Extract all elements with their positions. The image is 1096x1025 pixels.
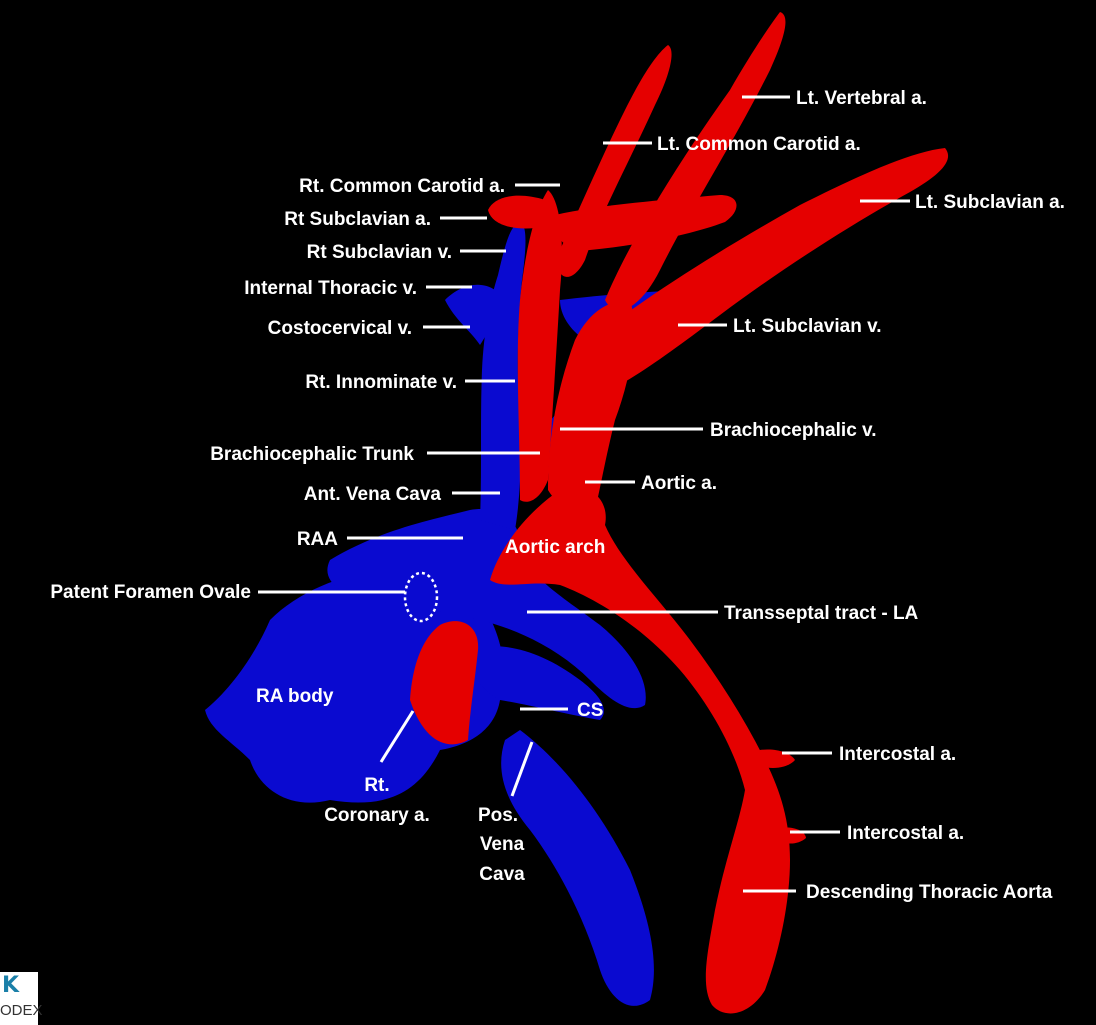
label-pos-vena-cava-line2: Vena <box>480 834 525 855</box>
label-internal-thoracic-v: Internal Thoracic v. <box>244 278 417 299</box>
label-lt-vertebral: Lt. Vertebral a. <box>796 88 927 109</box>
label-intercostal-2: Intercostal a. <box>847 823 964 844</box>
label-patent-foramen-ovale: Patent Foramen Ovale <box>50 582 251 603</box>
label-lt-subclavian-a: Lt. Subclavian a. <box>915 192 1065 213</box>
label-lt-common-carotid: Lt. Common Carotid a. <box>657 134 861 155</box>
label-pos-vena-cava-line1: Pos. <box>478 805 518 826</box>
label-rt-innominate-v: Rt. Innominate v. <box>305 372 457 393</box>
label-pos-vena-cava-line3: Cava <box>479 864 525 885</box>
label-brachiocephalic-trunk: Brachiocephalic Trunk <box>210 444 414 465</box>
label-rt-coronary-line2: Coronary a. <box>324 805 430 826</box>
logo-mark: K <box>2 974 19 998</box>
label-rt-subclavian-a: Rt Subclavian a. <box>284 209 431 230</box>
intercostal-artery-2-shape <box>780 827 806 843</box>
label-rt-coronary-line1: Rt. <box>364 775 389 796</box>
right-subclavian-artery-shape <box>488 196 554 229</box>
label-transseptal-tract: Transseptal tract - LA <box>724 603 919 624</box>
label-costocervical-v: Costocervical v. <box>268 318 412 339</box>
label-descending-thoracic-aorta: Descending Thoracic Aorta <box>806 882 1053 903</box>
publisher-logo: K ODEX <box>0 972 38 1025</box>
logo-text: ODEX <box>0 1002 43 1020</box>
label-brachiocephalic-v: Brachiocephalic v. <box>710 420 877 441</box>
label-rt-subclavian-v: Rt Subclavian v. <box>307 242 452 263</box>
label-rt-common-carotid: Rt. Common Carotid a. <box>299 176 505 197</box>
label-cs: CS <box>577 700 603 721</box>
label-ant-vena-cava: Ant. Vena Cava <box>304 484 442 505</box>
label-lt-subclavian-v: Lt. Subclavian v. <box>733 316 882 337</box>
label-ra-body: RA body <box>256 686 334 707</box>
label-raa: RAA <box>297 529 338 550</box>
label-aortic-a: Aortic a. <box>641 473 717 494</box>
label-intercostal-1: Intercostal a. <box>839 744 956 765</box>
label-aortic-arch: Aortic arch <box>505 537 605 558</box>
